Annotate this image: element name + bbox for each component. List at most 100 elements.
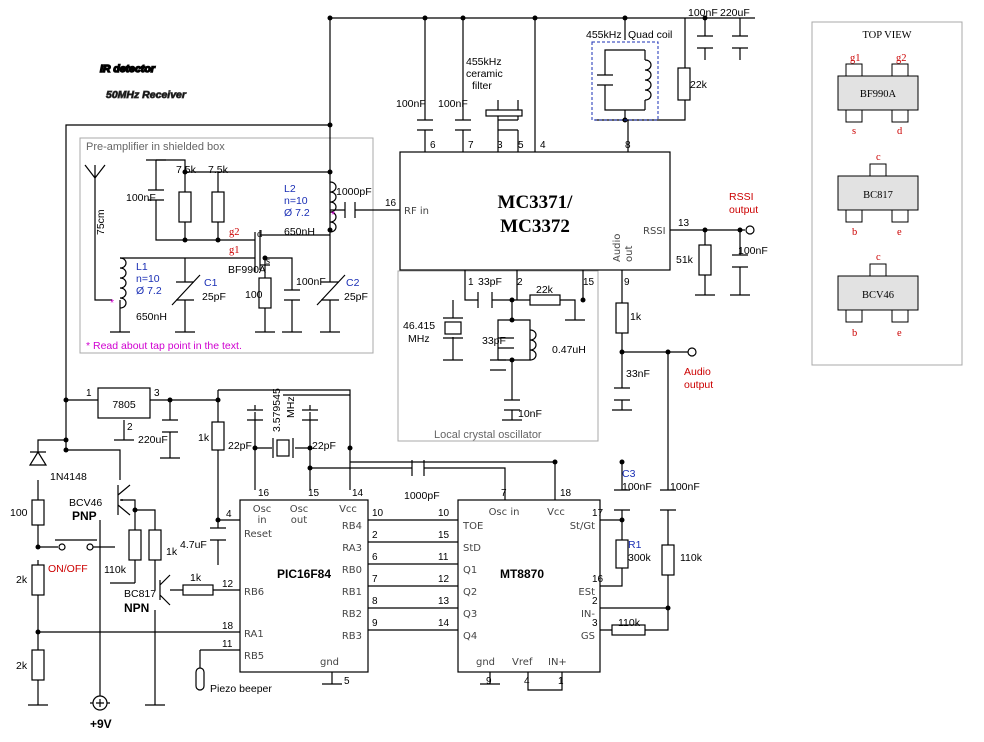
svg-text:RB4: RB4 [342, 521, 362, 532]
svg-text:25pF: 25pF [202, 291, 226, 303]
svg-text:BF990A: BF990A [860, 89, 897, 100]
svg-text:6: 6 [372, 552, 378, 563]
svg-text:n=10: n=10 [136, 273, 160, 285]
svg-text:ESt: ESt [578, 587, 595, 598]
onoff-switch-a [58, 543, 66, 551]
svg-text:75cm: 75cm [95, 209, 107, 235]
bc817-transistor [159, 574, 171, 606]
svg-text:10: 10 [372, 508, 384, 519]
svg-text:gnd: gnd [320, 657, 339, 668]
svg-text:3: 3 [497, 140, 503, 151]
svg-text:2k: 2k [16, 660, 28, 672]
svg-text:16: 16 [385, 198, 397, 209]
svg-text:100nF: 100nF [670, 481, 700, 493]
mt8870-chip [457, 499, 601, 673]
svg-text:RB0: RB0 [342, 565, 362, 576]
topview-bf990a: BF990A g1 g2 s d [837, 53, 919, 137]
pic-pin-numbers: 16 15 14 4 10 2 6 7 8 9 12 18 11 5 [222, 488, 384, 687]
svg-text:16: 16 [258, 488, 270, 499]
svg-text:*: * [331, 209, 335, 221]
svg-text:Piezo beeper: Piezo beeper [210, 683, 272, 695]
svg-text:17: 17 [592, 508, 604, 519]
svg-text:1000pF: 1000pF [336, 186, 372, 198]
mt-pin-numbers: 7 18 10 15 11 12 13 14 17 16 2 3 9 4 1 [438, 488, 604, 687]
svg-text:output: output [684, 379, 713, 391]
svg-text:RSSI: RSSI [729, 191, 754, 203]
svg-text:13: 13 [678, 218, 690, 229]
svg-text:ON/OFF: ON/OFF [48, 563, 88, 575]
svg-text:NPN: NPN [124, 601, 149, 615]
svg-text:13: 13 [438, 596, 450, 607]
svg-text:12: 12 [222, 579, 234, 590]
component-labels: 100nF 100nF 455kHz ceramic filter 455kHz… [10, 7, 768, 731]
svg-text:9: 9 [624, 277, 630, 288]
svg-text:Q4: Q4 [463, 631, 477, 642]
svg-text:15: 15 [583, 277, 595, 288]
svg-text:s: s [266, 256, 270, 267]
svg-text:Q1: Q1 [463, 565, 477, 576]
svg-text:filter: filter [472, 80, 492, 92]
topview-label: TOP VIEW [862, 30, 911, 41]
svg-text:+9V: +9V [90, 717, 112, 731]
svg-text:6: 6 [430, 140, 436, 151]
svg-text:RB2: RB2 [342, 609, 362, 620]
svg-text:18: 18 [222, 621, 234, 632]
svg-text:R1: R1 [628, 539, 642, 551]
coil-047uh [529, 329, 537, 361]
svg-text:Ø 7.2: Ø 7.2 [284, 207, 310, 219]
svg-text:0.47uH: 0.47uH [552, 344, 586, 356]
svg-text:RB3: RB3 [342, 631, 362, 642]
svg-text:Quad coil: Quad coil [628, 29, 672, 41]
svg-text:25pF: 25pF [344, 291, 368, 303]
svg-text:1k: 1k [166, 546, 178, 558]
svg-text:33pF: 33pF [478, 276, 502, 288]
svg-text:RB1: RB1 [342, 587, 362, 598]
svg-text:33nF: 33nF [626, 368, 650, 380]
oscillator-box [397, 270, 599, 442]
svg-text:St/Gt: St/Gt [570, 521, 595, 532]
svg-text:MHz: MHz [408, 333, 430, 345]
svg-text:100nF: 100nF [738, 245, 768, 257]
svg-text:100: 100 [10, 507, 28, 519]
pic16f84-chip [239, 499, 369, 673]
svg-text:Ø 7.2: Ø 7.2 [136, 285, 162, 297]
svg-text:C3: C3 [622, 468, 636, 480]
svg-text:100: 100 [245, 289, 263, 301]
mt-pin-labels: Osc in Vcc TOE StD Q1 Q2 Q3 Q4 St/Gt ESt… [462, 507, 595, 668]
svg-text:e: e [897, 227, 902, 238]
svg-text:100nF: 100nF [688, 7, 718, 19]
svg-text:c: c [876, 152, 881, 163]
svg-text:10nF: 10nF [518, 408, 542, 420]
capacitors [148, 35, 748, 541]
svg-text:100nF: 100nF [126, 192, 156, 204]
svg-text:2k: 2k [16, 574, 28, 586]
svg-text:100nF: 100nF [396, 98, 426, 110]
svg-text:3.579545: 3.579545 [271, 388, 283, 432]
svg-text:8: 8 [625, 140, 631, 151]
svg-text:455kHz: 455kHz [586, 29, 622, 41]
crystal-pic [276, 439, 290, 457]
topview-bcv46: BCV46 c b e [837, 252, 919, 339]
svg-text:33pF: 33pF [482, 335, 506, 347]
svg-text:out: out [291, 515, 307, 526]
svg-text:g2: g2 [896, 53, 907, 64]
svg-text:1k: 1k [630, 311, 642, 323]
svg-text:2: 2 [372, 530, 378, 541]
svg-text:5: 5 [344, 676, 350, 687]
svg-text:4: 4 [226, 509, 232, 520]
pic-pin-labels: Osc in Osc out Vcc Reset RB4 RA3 RB0 RB1… [244, 504, 362, 668]
svg-text:2: 2 [592, 596, 598, 607]
svg-text:TOE: TOE [462, 521, 483, 532]
svg-text:650nH: 650nH [284, 226, 315, 238]
svg-text:300k: 300k [628, 552, 652, 564]
svg-text:14: 14 [438, 618, 450, 629]
svg-text:IN-: IN- [581, 609, 595, 620]
pic-label: PIC16F84 [277, 567, 331, 581]
quad-coil-cap [597, 49, 645, 111]
diode-1n4148 [28, 450, 48, 466]
crystal-46mhz [444, 321, 462, 335]
svg-text:s: s [852, 126, 856, 137]
svg-text:1: 1 [558, 676, 564, 687]
